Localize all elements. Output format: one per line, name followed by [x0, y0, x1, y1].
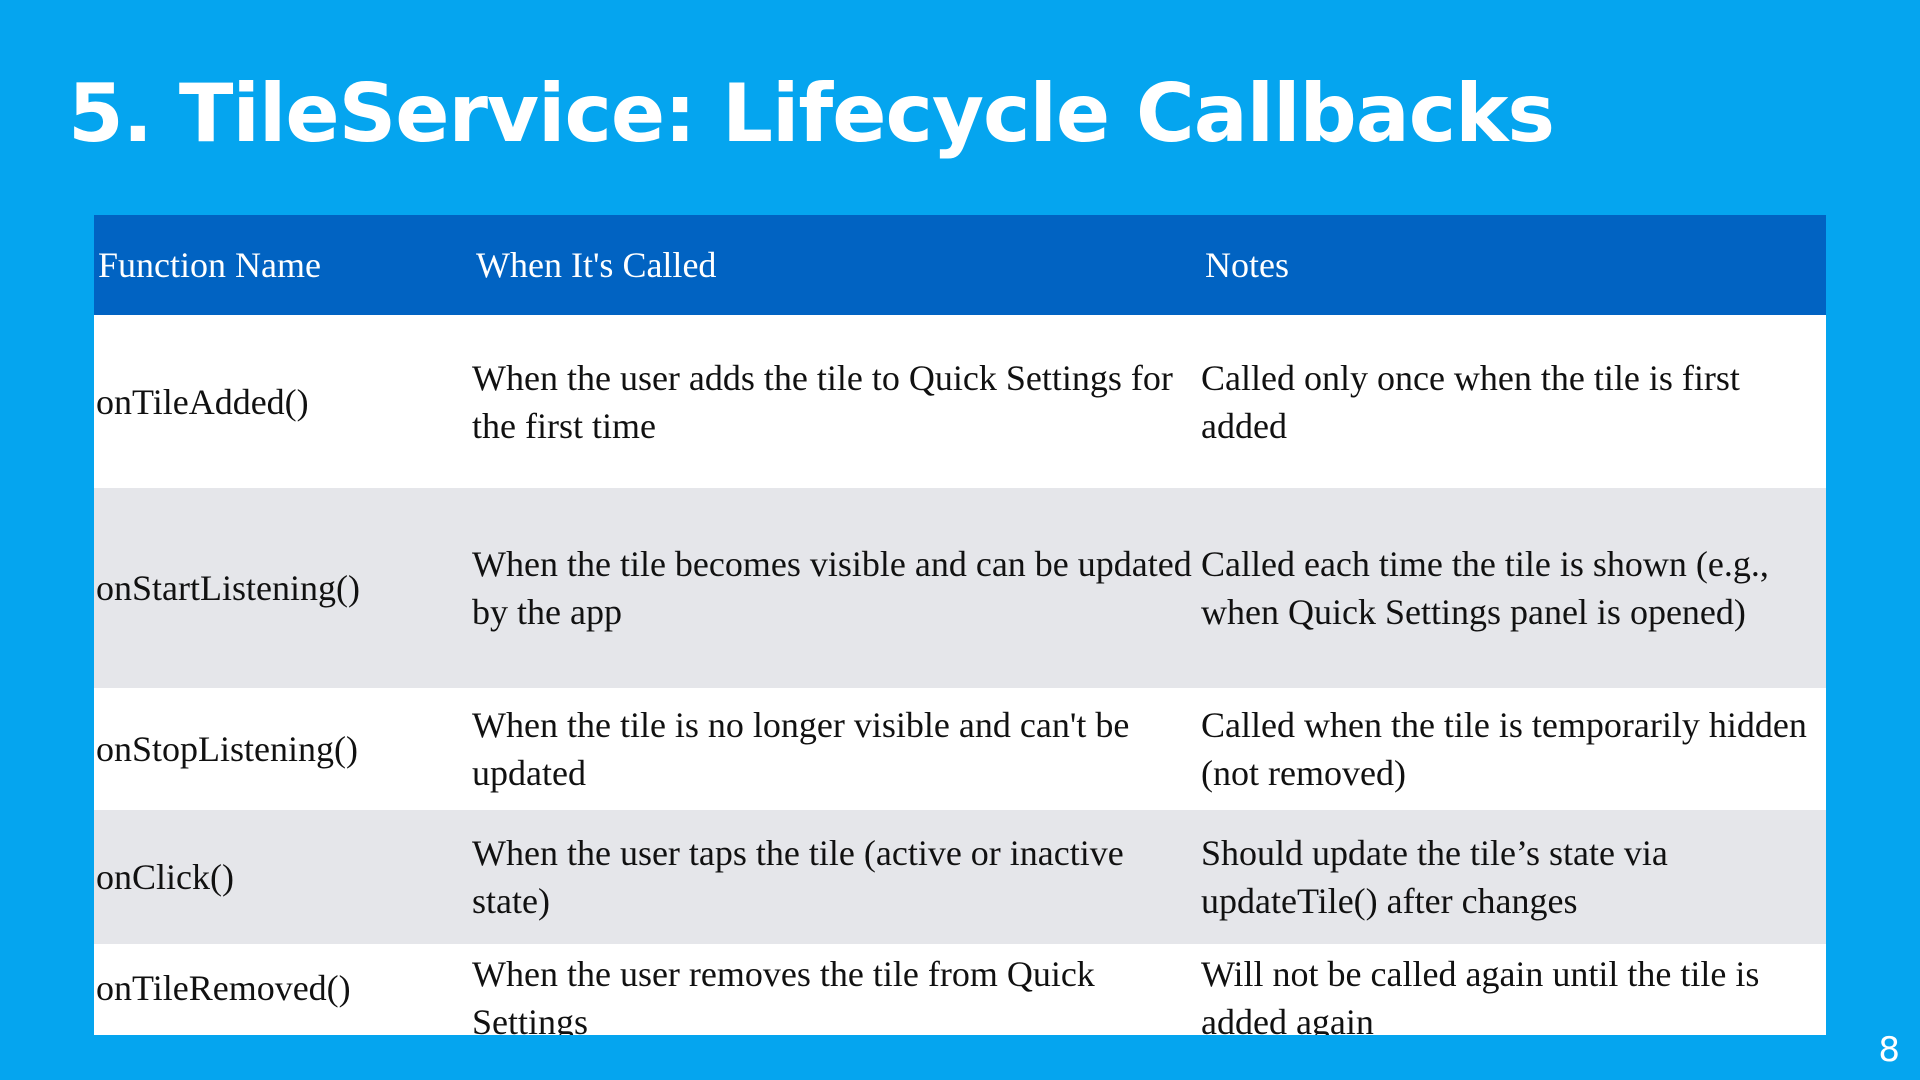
function-name-cell: onClick()	[94, 810, 468, 944]
when-called-cell: When the tile is no longer visible and c…	[468, 688, 1197, 810]
table-row: onTileRemoved() When the user removes th…	[94, 944, 1826, 1035]
when-called-cell: When the tile becomes visible and can be…	[468, 488, 1197, 688]
table-row: onTileAdded() When the user adds the til…	[94, 315, 1826, 488]
notes-cell: Called each time the tile is shown (e.g.…	[1197, 488, 1826, 688]
notes-cell: Called only once when the tile is first …	[1197, 315, 1826, 488]
when-called-cell: When the user removes the tile from Quic…	[468, 944, 1197, 1035]
when-called-cell: When the user taps the tile (active or i…	[468, 810, 1197, 944]
notes-cell: Should update the tile’s state via updat…	[1197, 810, 1826, 944]
notes-cell: Will not be called again until the tile …	[1197, 944, 1826, 1035]
header-when-called: When It's Called	[468, 215, 1197, 315]
table-row: onStartListening() When the tile becomes…	[94, 488, 1826, 688]
callbacks-table: Function Name When It's Called Notes onT…	[94, 215, 1826, 1035]
lifecycle-table: Function Name When It's Called Notes onT…	[94, 215, 1826, 1035]
function-name-cell: onStartListening()	[94, 488, 468, 688]
header-function-name: Function Name	[94, 215, 468, 315]
page-number: 8	[1878, 1030, 1900, 1070]
function-name-cell: onTileAdded()	[94, 315, 468, 488]
header-notes: Notes	[1197, 215, 1826, 315]
table-row: onClick() When the user taps the tile (a…	[94, 810, 1826, 944]
slide-title: 5. TileService: Lifecycle Callbacks	[68, 67, 1555, 160]
when-called-cell: When the user adds the tile to Quick Set…	[468, 315, 1197, 488]
notes-cell: Called when the tile is temporarily hidd…	[1197, 688, 1826, 810]
table-header-row: Function Name When It's Called Notes	[94, 215, 1826, 315]
function-name-cell: onStopListening()	[94, 688, 468, 810]
table-row: onStopListening() When the tile is no lo…	[94, 688, 1826, 810]
function-name-cell: onTileRemoved()	[94, 944, 468, 1035]
